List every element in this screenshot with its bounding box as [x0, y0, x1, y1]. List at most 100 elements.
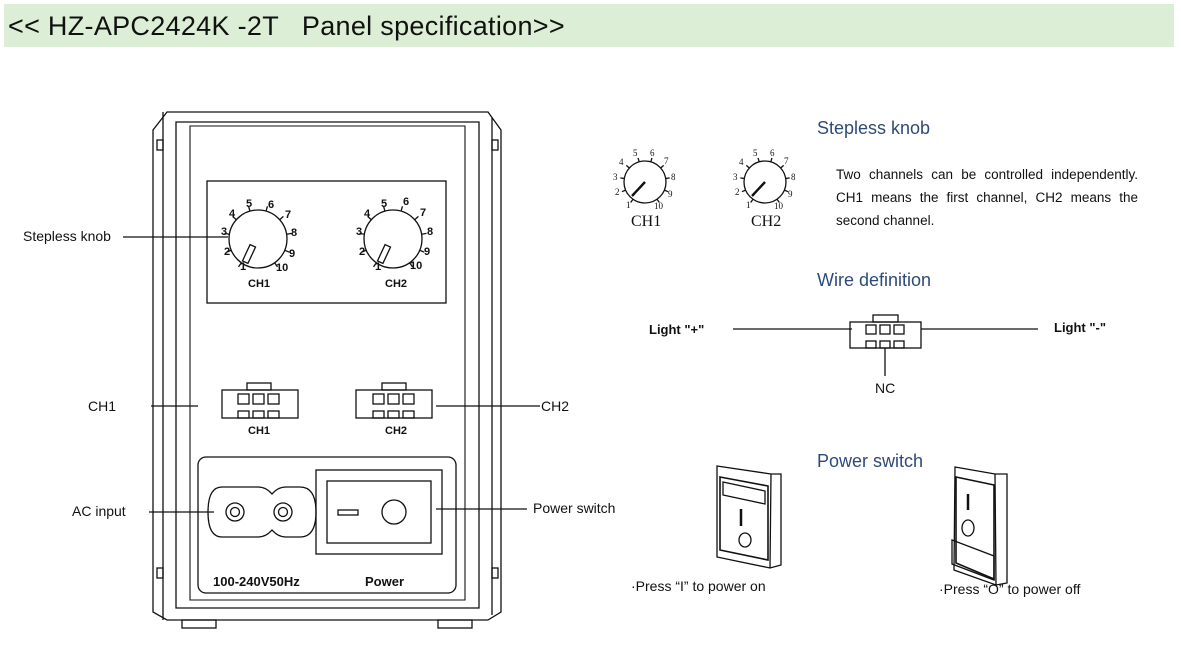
knob-tick: [284, 249, 290, 253]
power-switch-frame: [315, 469, 443, 555]
knob-tick: [745, 164, 750, 169]
power-module: [197, 456, 457, 594]
knob-ch1-num-7: 7: [285, 209, 292, 221]
knob-tick: [232, 215, 237, 221]
power-switch-heading: Power switch: [817, 451, 924, 471]
ac-inlet[interactable]: [207, 486, 317, 538]
ac-pin-left: [225, 502, 245, 522]
power-label: Power: [365, 574, 405, 589]
knob-ch2-num-6: 6: [403, 196, 410, 208]
knob-ch2-num-9: 9: [424, 246, 431, 258]
small-knob-ch1-num-4: 4: [619, 157, 624, 167]
power-switch-i-mark: [337, 509, 359, 516]
knob-tick: [265, 206, 269, 212]
knob-tick: [664, 189, 669, 193]
small-knob-ch2-num-4: 4: [739, 157, 744, 167]
side-tab: [491, 567, 499, 579]
small-knob-ch2-num-6: 6: [770, 148, 775, 158]
knob-ch1-num-1: 1: [240, 261, 247, 273]
wire-connector: [849, 314, 922, 349]
small-knob-ch2-num-8: 8: [791, 172, 796, 182]
device-inner-plate: [189, 125, 466, 601]
knob-tick: [621, 189, 626, 193]
knob-ch2-num-8: 8: [427, 226, 434, 238]
knob-tick: [620, 177, 625, 180]
wire-label-light-plus: Light "+": [649, 322, 705, 337]
side-tab: [156, 567, 164, 579]
device-front-plate: [175, 121, 480, 609]
power-switch-o-mark: [381, 499, 407, 525]
knob-ch1[interactable]: [228, 209, 288, 269]
connector-ch2: [355, 382, 433, 419]
knob-ch1-num-9: 9: [289, 248, 296, 260]
small-knob-ch1-num-6: 6: [650, 148, 655, 158]
knob-tick: [750, 198, 754, 203]
small-knob-ch1-num-3: 3: [613, 172, 618, 182]
knob-tick: [237, 262, 242, 268]
knob-ch1-num-4: 4: [229, 208, 236, 220]
knob-ch1-num-10: 10: [276, 262, 289, 274]
device-foot-left: [181, 619, 217, 629]
knob-tick: [409, 262, 414, 268]
knob-ch1-num-8: 8: [291, 227, 298, 239]
knob-tick: [784, 189, 789, 193]
small-knob-ch2: [743, 160, 787, 204]
knob-tick: [660, 164, 665, 169]
stepless-knob-heading: Stepless knob: [817, 118, 931, 138]
knob-ch2-pointer: [376, 243, 392, 265]
device-foot-right: [437, 619, 473, 629]
knob-tick: [740, 177, 745, 180]
knob-tick: [637, 157, 640, 163]
knob-ch2[interactable]: [363, 209, 423, 269]
knob-tick: [776, 198, 780, 203]
small-knob-ch2-label: CH2: [751, 213, 782, 230]
small-knob-ch1-num-9: 9: [668, 189, 673, 199]
knob-tick: [785, 177, 790, 180]
small-knob-ch1-ticks: [620, 157, 670, 203]
power-on-caption: ·Press “I” to power on: [631, 578, 766, 594]
device-housing: [152, 111, 502, 621]
knob-tick: [656, 198, 660, 203]
knob-tick: [224, 232, 230, 235]
small-knob-ch2-num-2: 2: [735, 187, 740, 197]
callout-stepless-knob: Stepless knob: [23, 228, 111, 244]
knob-ch1-num-5: 5: [246, 198, 253, 210]
knob-area: [206, 180, 447, 304]
callout-ch1: CH1: [88, 398, 117, 414]
knob-tick: [274, 262, 279, 268]
knob-tick: [770, 157, 773, 163]
wire-label-light-minus: Light "-": [1054, 320, 1107, 335]
callout-ac-input: AC input: [72, 503, 126, 519]
side-tab: [156, 139, 164, 151]
page-title: << HZ-APC2424K -2T Panel specification>>: [8, 11, 565, 41]
knob-tick: [741, 189, 746, 193]
small-knob-ch1-num-10: 10: [654, 201, 663, 211]
knob-tick: [279, 215, 284, 221]
knob-tick: [757, 157, 760, 163]
knob-ch2-num-10: 10: [410, 260, 423, 272]
stepless-knob-description: Two channels can be controlled independe…: [836, 167, 1138, 228]
knob-ch2-num-2: 2: [359, 246, 366, 258]
wire-definition-heading: Wire definition: [817, 270, 932, 290]
knob-tick: [630, 198, 634, 203]
knob-ch2-num-5: 5: [381, 198, 388, 210]
small-knob-ch2-num-3: 3: [733, 172, 738, 182]
rocker-switch-off: [951, 466, 1008, 586]
rocker-switch-on: [716, 465, 782, 569]
knob-tick: [286, 232, 292, 235]
knob-tick: [625, 164, 630, 169]
knob-tick: [247, 206, 251, 212]
title-bar: << HZ-APC2424K -2T Panel specification>>: [4, 4, 1174, 47]
ac-pin-right: [273, 502, 293, 522]
knob-ch2-num-3: 3: [356, 226, 363, 238]
connector-ch2-label: CH2: [385, 425, 408, 437]
knob-ch1-label: CH1: [248, 278, 271, 290]
power-switch[interactable]: [326, 480, 432, 544]
small-knob-ch2-num-10: 10: [774, 201, 783, 211]
knob-tick: [226, 249, 232, 253]
knob-ch1-num-2: 2: [224, 246, 231, 258]
callout-power-switch: Power switch: [533, 500, 616, 516]
knob-tick: [382, 206, 386, 212]
knob-tick: [665, 177, 670, 180]
small-knob-ch2-num-1: 1: [746, 200, 751, 210]
